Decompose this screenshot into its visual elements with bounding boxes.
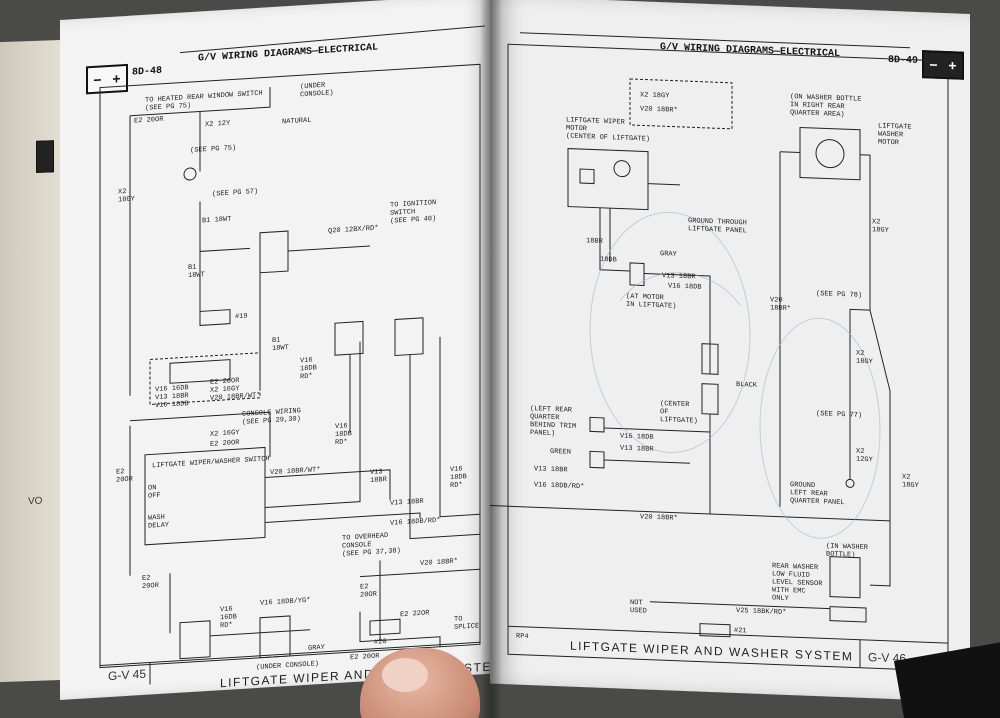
book-gutter — [480, 0, 502, 718]
label-center-of-liftgate: (CENTER OF LIFTGATE) — [660, 400, 698, 426]
label-under-console: (UNDER CONSOLE) — [300, 81, 334, 100]
label-gray: GRAY — [308, 643, 325, 653]
label-left-rear-quarter: (LEFT REAR QUARTER BEHIND TRIM PANEL) — [530, 405, 577, 439]
label-x2-dash: X2 18GY — [640, 91, 670, 101]
right-wiring-diagram — [490, 32, 949, 672]
label-v16-18db: V16 18DB — [668, 282, 702, 292]
left-wiring-diagram — [99, 25, 486, 685]
label-v13-b: V13 18BR — [620, 444, 654, 454]
label-wash-delay: WASH DELAY — [148, 513, 170, 531]
label-gray: GRAY — [660, 250, 677, 259]
label-x2-far: X2 18GY — [902, 473, 919, 491]
label-x20: #20 — [374, 638, 387, 647]
label-x21: #21 — [734, 626, 747, 636]
label-not-used: NOT USED — [630, 598, 647, 616]
label-v20-18br: V20 18BR* — [770, 296, 792, 314]
label-on-off: ON OFF — [148, 484, 161, 501]
label-b1-side: B1 18WT — [188, 263, 205, 281]
label-e2-v: E2 20OR — [360, 583, 377, 600]
label-to-ignition: TO IGNITION SWITCH (SEE PG 40) — [390, 198, 437, 226]
label-at-motor: (AT MOTOR IN LIFTGATE) — [626, 292, 677, 311]
left-page: 8D-48 G/V WIRING DIAGRAMS—ELECTRICAL −+ — [60, 0, 503, 700]
label-x2-mid: X2 18GY — [856, 349, 873, 367]
right-footer-rp: RP4 — [516, 632, 529, 642]
label-x2-12y: X2 12Y — [205, 119, 231, 130]
label-green: GREEN — [550, 447, 572, 457]
label-x19: #19 — [235, 312, 248, 322]
label-v13-c: V13 18BR — [534, 465, 568, 475]
label-ground-left-rear: GROUND LEFT REAR QUARTER PANEL — [790, 481, 845, 508]
label-connector-list: V16 16DB V13 18BR V16 18DB — [155, 384, 189, 411]
label-v16-right: V16 18DB RD* — [450, 465, 467, 491]
label-black: BLACK — [736, 381, 758, 390]
label-e2-left: E2 20OR — [116, 468, 133, 485]
label-e2-bottom: E2 20OR — [142, 574, 159, 591]
label-rear-washer-sensor: REAR WASHER LOW FLUID LEVEL SENSOR WITH … — [772, 562, 823, 604]
label-in-washer-bottle: (IN WASHER BOTTLE) — [826, 542, 869, 560]
label-to-overhead: TO OVERHEAD CONSOLE (SEE PG 37,38) — [342, 531, 401, 559]
label-x2-12gy: X2 12GY — [856, 447, 873, 465]
label-v16-mid: V16 18DB RD* — [335, 422, 352, 448]
label-v16-b: V16 18DB — [620, 432, 654, 442]
label-v20-dash: V20 18BR* — [640, 105, 678, 115]
label-v20-b: V20 18BR* — [640, 513, 678, 523]
label-ground-through: GROUND THROUGH LIFTGATE PANEL — [688, 217, 747, 236]
label-v13-18br: V13 18BR — [662, 272, 696, 282]
label-to-splice: TO SPLICE — [454, 615, 480, 632]
thumbnail-nail — [382, 658, 428, 692]
left-footer-code: G-V 45 — [108, 666, 147, 684]
label-v16-bottom: V16 16DB RD* — [220, 605, 237, 631]
label-v13: V13 18BR — [370, 468, 387, 486]
label-18db: 18DB — [600, 255, 617, 265]
right-page: G/V WIRING DIAGRAMS—ELECTRICAL 8D-49 −+ — [490, 0, 970, 703]
label-18br: 18BR — [586, 237, 603, 246]
back-page-fragment: VO — [28, 495, 43, 508]
label-b1-low: B1 18WT — [272, 336, 289, 354]
thumb — [360, 648, 480, 718]
battery-tab-icon — [36, 140, 54, 173]
label-x2-18gy: X2 18GY — [872, 218, 889, 235]
label-washer-motor: LIFTGATE WASHER MOTOR — [878, 122, 912, 148]
label-on-washer-bottle: (ON WASHER BOTTLE IN RIGHT REAR QUARTER … — [790, 93, 862, 120]
label-e2-x2-v20: E2 20OR X2 16GY V20 18BR/WT* — [210, 377, 261, 403]
label-wiper-motor: LIFTGATE WIPER MOTOR (CENTER OF LIFTGATE… — [566, 116, 651, 144]
label-x2-18gy: X2 18GY — [118, 187, 135, 205]
label-v16-rd: V16 18DB RD* — [300, 356, 317, 382]
